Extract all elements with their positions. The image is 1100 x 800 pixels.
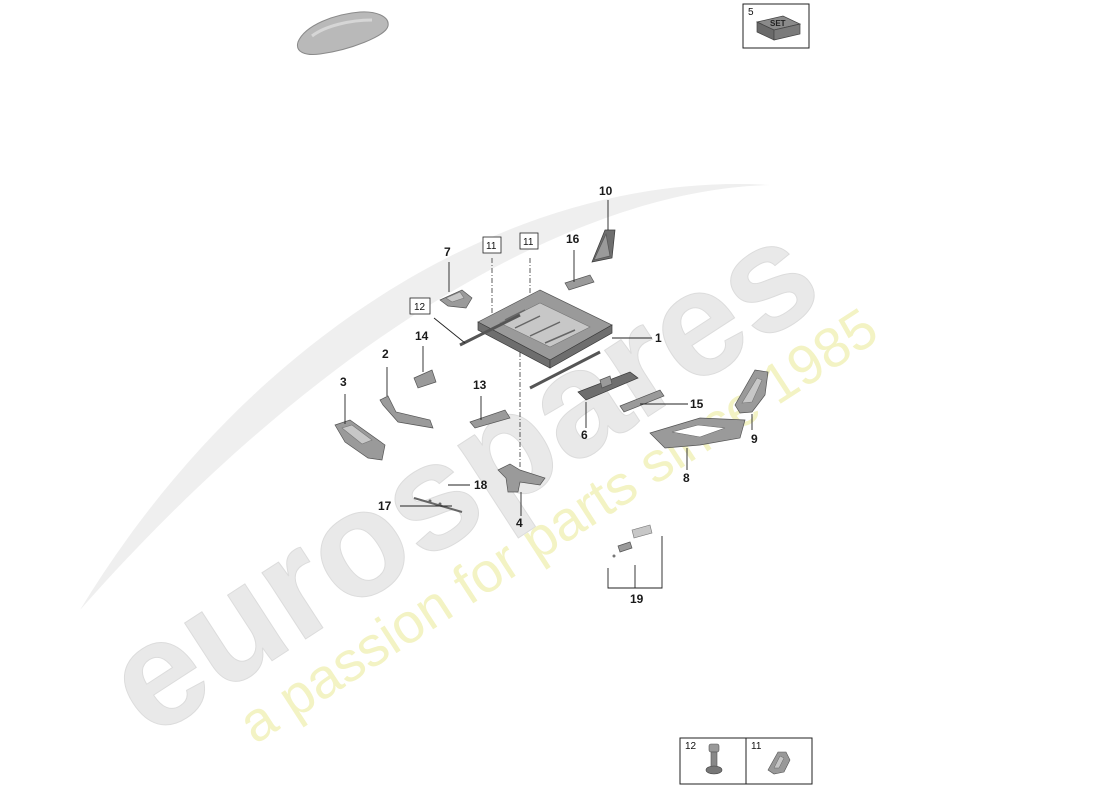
legend-number-11: 11 [751,741,762,752]
part-rod[interactable] [413,497,463,513]
callout-7[interactable]: 7 [444,245,451,259]
watermark: eurospares a passion for parts since 198… [75,184,888,767]
part-19-group[interactable] [607,524,663,589]
part-cap[interactable] [591,229,616,263]
part-bracket[interactable] [379,395,434,429]
callout-17[interactable]: 17 [378,499,392,513]
boxed-callout-12[interactable]: 12 [409,297,431,315]
clip-icon [767,751,791,775]
part-13[interactable] [469,409,511,429]
kit-box-number: 5 [748,7,754,18]
vehicle-thumbnail [296,11,389,55]
legend-item-11[interactable]: 11 [745,737,813,785]
svg-text:12: 12 [414,302,426,313]
part-seat-frame[interactable] [459,289,613,390]
legend-number-12: 12 [685,741,697,752]
callout-2[interactable]: 2 [382,347,389,361]
part-cover[interactable] [734,369,769,414]
callout-14[interactable]: 14 [415,329,429,343]
callout-10[interactable]: 10 [599,184,613,198]
callout-18[interactable]: 18 [474,478,488,492]
fastener-legend: 12 11 [679,737,813,785]
callout-3[interactable]: 3 [340,375,347,389]
callout-19[interactable]: 19 [630,592,644,606]
part-side-cover[interactable] [649,417,746,449]
kit-box[interactable]: 5 SET [742,3,810,49]
callout-1[interactable]: 1 [655,331,662,345]
callout-8[interactable]: 8 [683,471,690,485]
part-clip[interactable] [439,289,473,309]
svg-text:11: 11 [523,237,534,248]
boxed-callout-11-right[interactable]: 11 [519,232,539,250]
bolt-icon [705,743,723,775]
callout-16[interactable]: 16 [566,232,580,246]
part-mount[interactable] [497,463,546,493]
part-16[interactable] [564,274,595,291]
part-rail[interactable] [577,371,639,401]
kit-box-label: SET [770,19,786,28]
legend-item-12[interactable]: 12 [679,737,747,785]
callout-15[interactable]: 15 [690,397,704,411]
part-15[interactable] [619,389,665,413]
callout-6[interactable]: 6 [581,428,588,442]
callout-4[interactable]: 4 [516,516,523,530]
callout-9[interactable]: 9 [751,432,758,446]
part-14[interactable] [413,369,437,389]
callout-labels: 1 2 3 4 6 7 8 9 10 13 14 15 16 17 18 19 [340,184,758,606]
boxed-callout-11-left[interactable]: 11 [482,236,502,254]
svg-text:11: 11 [486,241,497,252]
leader-lines [344,200,753,516]
callout-13[interactable]: 13 [473,378,487,392]
boxed-callouts: 11 11 12 [409,232,539,315]
part-side-trim[interactable] [334,419,386,461]
